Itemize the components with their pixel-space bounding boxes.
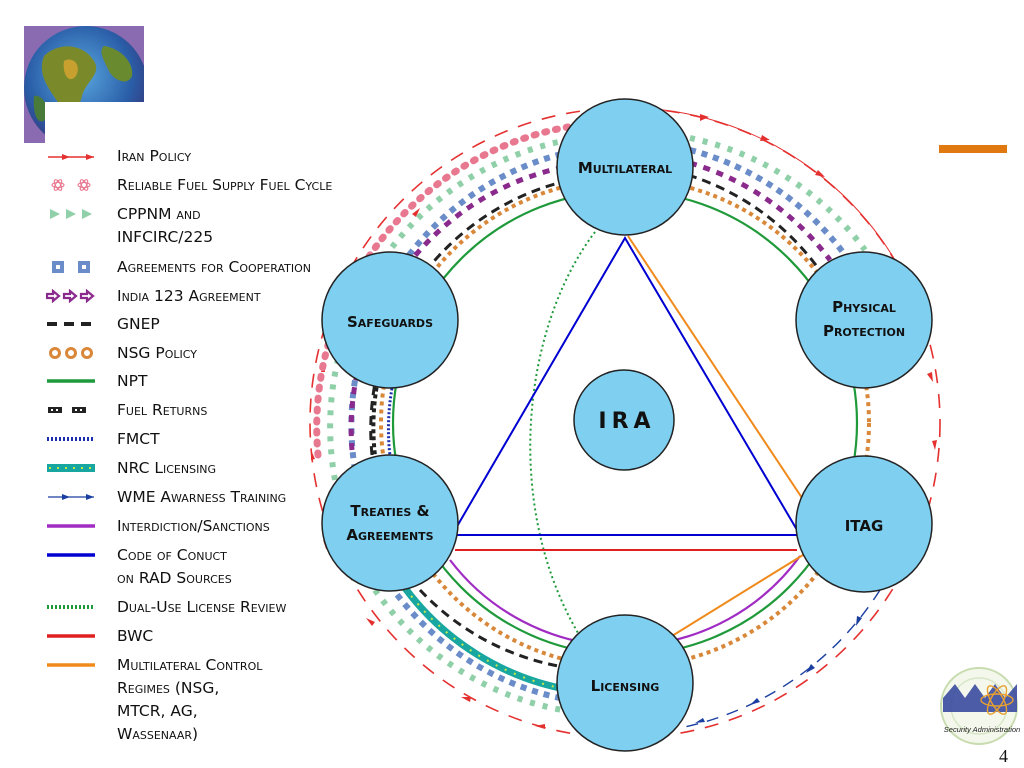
agreements-ring-right — [689, 147, 853, 264]
gnep-ring-right — [687, 173, 820, 269]
blue-arrow-line-icon — [48, 494, 94, 500]
legend-label-mcr-line4: Wassenaar) — [117, 725, 199, 743]
code-of-conduct-triangle — [450, 236, 802, 536]
blue-squares-icon — [52, 261, 90, 273]
nnsa-seal-logo: Security Administration — [935, 666, 1024, 746]
legend-label-mcr-line2: Regimes (NSG, — [117, 679, 220, 697]
cppnm-ring-bottom — [372, 588, 576, 715]
green-triangles-icon — [50, 209, 92, 219]
red-arrow-line-icon — [48, 154, 94, 160]
wme-arrowheads — [695, 616, 862, 723]
green-dotted-line-icon — [47, 605, 95, 609]
node-multilateral: Multilateral — [556, 98, 694, 236]
legend-label-code-of-conduct-line2: on RAD Sources — [117, 569, 232, 587]
legend-label-fuel-returns: Fuel Returns — [117, 401, 208, 419]
legend-label-fmct: FMCT — [117, 430, 160, 448]
black-dotted-dash-icon — [48, 407, 86, 413]
legend-label-iran-policy: Iran Policy — [117, 147, 192, 165]
agreements-ring-bottom — [387, 583, 571, 703]
orange-line-icon — [47, 663, 95, 667]
legend-label-npt: NPT — [117, 372, 148, 390]
node-safeguards-label: Safeguards — [347, 313, 433, 331]
blue-dotted-line-icon — [47, 437, 95, 441]
legend-label-reliable-fuel: Reliable Fuel Supply Fuel Cycle — [117, 176, 333, 194]
legend-label-dual-use: Dual-Use License Review — [117, 598, 287, 616]
legend-label-wme: WME Awarness Training — [117, 488, 287, 506]
blue-line-icon — [47, 553, 95, 557]
orange-rings-icon — [49, 347, 93, 359]
nrc-ring — [402, 585, 571, 694]
legend-label-india123: India 123 Agreement — [117, 287, 261, 305]
red-line-icon — [47, 634, 95, 638]
legend-label-mcr-line3: MTCR, AG, — [117, 702, 198, 720]
cppnm-ring — [327, 137, 569, 481]
node-licensing: Licensing — [556, 614, 694, 752]
legend-label-cppnm: CPPNM and — [117, 205, 201, 223]
node-itag: ITAG — [795, 455, 933, 593]
legend-label-cppnm-line2: INFCIRC/225 — [117, 228, 214, 246]
mcr-line-bottom — [671, 554, 804, 637]
node-physical-label-2: Protection — [823, 322, 905, 340]
reliable-fuel-ring — [313, 123, 572, 459]
india123-ring-right — [689, 160, 833, 262]
atom-pair-icon — [51, 179, 91, 191]
dual-use-arc — [529, 231, 596, 653]
node-licensing-label: Licensing — [591, 677, 660, 695]
cppnm-ring-right — [689, 135, 868, 252]
node-treaties-label-2: Agreements — [346, 526, 433, 544]
legend-label-mcr: Multilateral Control — [117, 656, 263, 674]
accent-bar — [939, 145, 1007, 153]
node-treaties-agreements: Treaties & Agreements — [321, 454, 459, 592]
black-dash-line-icon — [47, 322, 95, 326]
legend-label-nrc: NRC Licensing — [117, 459, 217, 477]
mcr-line-top — [627, 235, 819, 523]
green-line-icon — [47, 379, 95, 383]
legend: Iran Policy Reliable Fuel Supply Fuel Cy… — [0, 0, 360, 768]
agreements-ring — [348, 149, 571, 471]
node-treaties-label-1: Treaties & — [350, 502, 429, 520]
legend-label-bwc: BWC — [117, 627, 154, 645]
node-safeguards: Safeguards — [321, 251, 459, 389]
node-itag-label: ITAG — [845, 517, 884, 535]
purple-line-icon — [47, 524, 95, 528]
wme-arc — [679, 589, 881, 729]
legend-label-code-of-conduct: Code of Conuct — [117, 546, 227, 564]
node-multilateral-label: Multilateral — [578, 159, 672, 177]
seal-caption: Security Administration — [944, 725, 1020, 734]
node-physical-protection: Physical Protection — [795, 251, 933, 389]
node-physical-label-1: Physical — [832, 298, 896, 316]
page-number: 4 — [999, 746, 1008, 766]
teal-dotted-band-icon — [47, 464, 95, 472]
legend-label-nsg: NSG Policy — [117, 344, 197, 362]
legend-label-agreements: Agreements for Cooperation — [117, 258, 311, 276]
legend-label-interdiction: Interdiction/Sanctions — [117, 517, 270, 535]
globe-mask — [45, 102, 155, 152]
legend-label-gnep: GNEP — [117, 315, 160, 333]
gnep-ring-bottom — [418, 588, 571, 670]
node-ira: IRA — [573, 369, 675, 471]
node-ira-label: IRA — [598, 409, 655, 434]
purple-arrows-icon — [46, 289, 95, 303]
nsg-ring — [379, 177, 871, 669]
